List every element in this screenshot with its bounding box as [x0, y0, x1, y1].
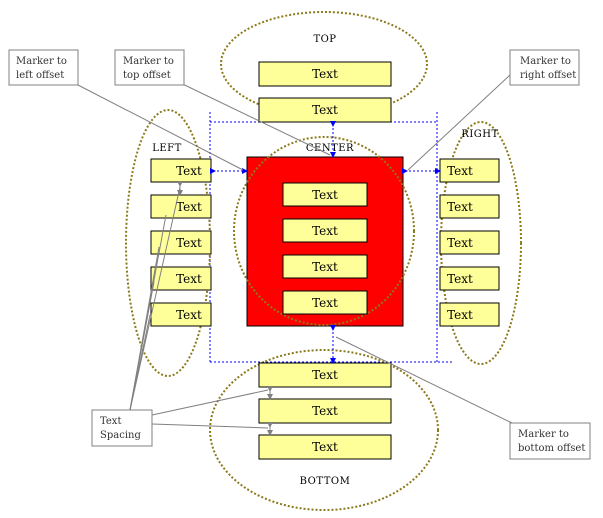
center-box-2: Text: [282, 218, 368, 243]
callout-top-offset-line2: top offset: [123, 70, 171, 81]
callout-bottom-offset-line2: bottom offset: [518, 443, 585, 454]
box-text: Text: [312, 404, 338, 418]
callout-lines: [77, 74, 513, 429]
bottom-label: BOTTOM: [300, 476, 351, 487]
box-text: Text: [447, 236, 473, 250]
box-text: Text: [176, 308, 202, 322]
box-text: Text: [312, 368, 338, 382]
box-text: Text: [312, 260, 338, 274]
box-text: Text: [447, 272, 473, 286]
left-box-1: Text: [150, 158, 212, 183]
right-box-5: Text: [439, 302, 500, 327]
callout-right-offset: Marker to right offset: [509, 49, 580, 86]
box-text: Text: [312, 296, 338, 310]
box-text: Text: [312, 440, 338, 454]
box-text: Text: [447, 200, 473, 214]
callout-left-offset: Marker to left offset: [8, 49, 79, 86]
box-text: Text: [312, 103, 338, 117]
bottom-box-3: Text: [258, 434, 392, 460]
top-box-2: Text: [258, 97, 392, 123]
box-text: Text: [176, 164, 202, 178]
box-text: Text: [176, 236, 202, 250]
offset-markers: [210, 121, 441, 364]
box-text: Text: [312, 188, 338, 202]
callout-text-spacing-line1: Text: [100, 416, 121, 427]
top-box-1: Text: [258, 61, 392, 87]
box-text: Text: [312, 67, 338, 81]
box-text: Text: [447, 308, 473, 322]
right-box-2: Text: [439, 194, 500, 219]
bottom-box-1: Text: [258, 362, 392, 388]
callout-top-offset: Marker to top offset: [114, 49, 185, 86]
callout-bottom-offset: Marker to bottom offset: [509, 422, 591, 460]
callout-right-offset-line2: right offset: [520, 70, 576, 81]
left-box-2: Text: [150, 194, 212, 219]
callout-right-offset-line1: Marker to: [520, 56, 571, 67]
center-region-ellipse: [233, 136, 415, 326]
callout-left-offset-line2: left offset: [16, 70, 64, 81]
box-text: Text: [447, 164, 473, 178]
center-label: CENTER: [306, 143, 354, 154]
top-label: TOP: [313, 34, 336, 45]
left-box-3: Text: [150, 230, 212, 255]
callout-top-offset-line1: Marker to: [123, 56, 174, 67]
bottom-region-ellipse: [209, 349, 439, 511]
callout-left-offset-line1: Marker to: [16, 56, 67, 67]
bottom-box-2: Text: [258, 398, 392, 424]
right-box-1: Text: [439, 158, 500, 183]
right-box-4: Text: [439, 266, 500, 291]
right-box-3: Text: [439, 230, 500, 255]
left-box-5: Text: [150, 302, 212, 327]
center-box-1: Text: [282, 182, 368, 207]
box-text: Text: [312, 224, 338, 238]
box-text: Text: [176, 200, 202, 214]
center-box-3: Text: [282, 254, 368, 279]
left-label: LEFT: [152, 143, 182, 154]
right-label: RIGHT: [461, 129, 498, 140]
box-text: Text: [176, 272, 202, 286]
callout-text-spacing: Text Spacing: [91, 409, 153, 447]
callout-text-spacing-line2: Spacing: [100, 430, 141, 441]
callout-bottom-offset-line1: Marker to: [518, 429, 569, 440]
center-box-4: Text: [282, 290, 368, 315]
left-box-4: Text: [150, 266, 212, 291]
